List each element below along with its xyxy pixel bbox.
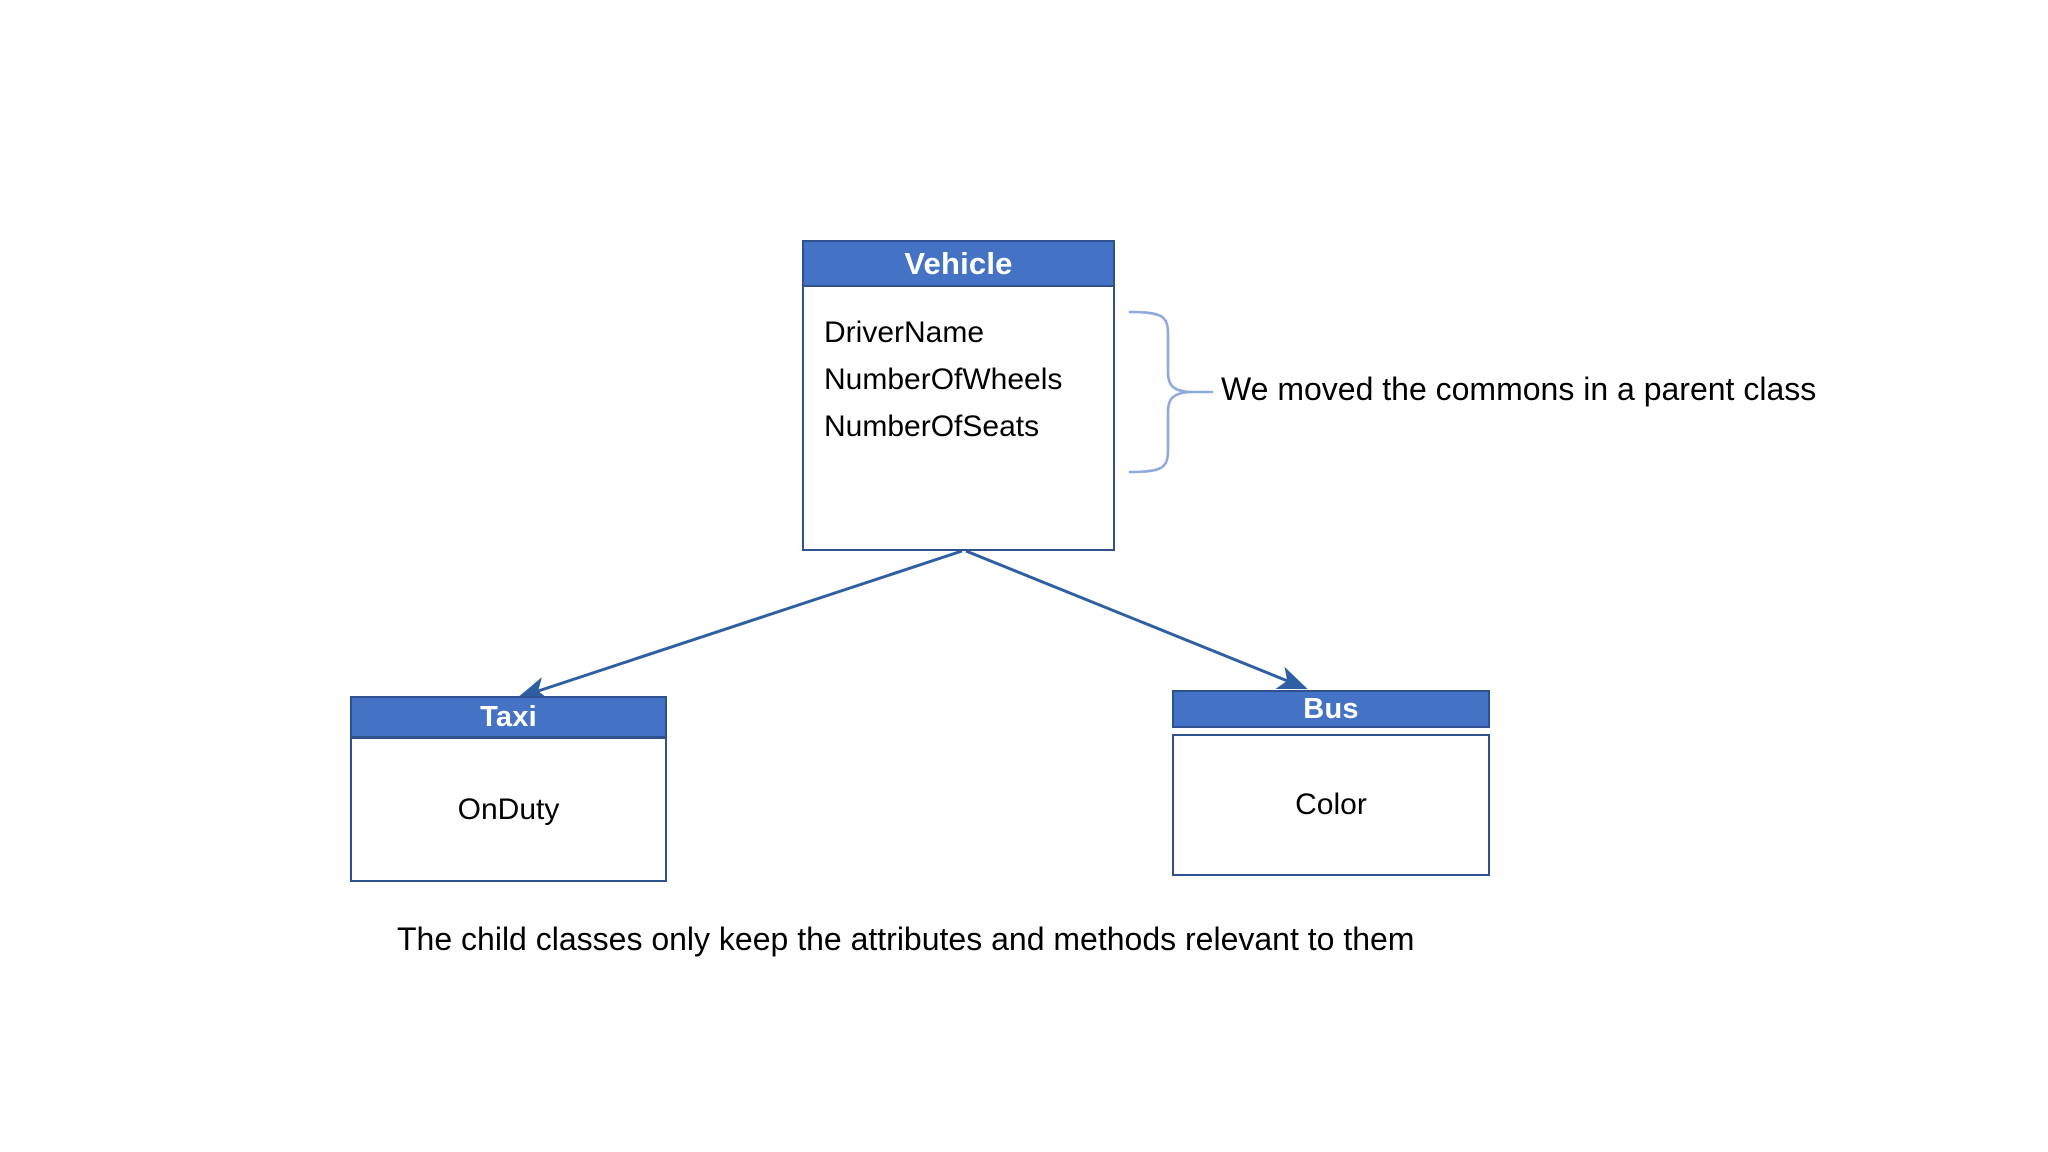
class-box-taxi[interactable]: Taxi OnDuty xyxy=(350,696,667,882)
class-header-taxi: Taxi xyxy=(350,696,667,738)
inheritance-arrow-bus xyxy=(965,549,1308,690)
member-item: Color xyxy=(1295,788,1367,821)
member-item: OnDuty xyxy=(457,792,560,826)
class-body-bus: Color xyxy=(1172,734,1490,876)
annotation-parent-note: We moved the commons in a parent class xyxy=(1221,371,1817,407)
class-header-vehicle: Vehicle xyxy=(802,240,1115,287)
class-body-taxi: OnDuty xyxy=(350,737,667,882)
annotation-children-note: The child classes only keep the attribut… xyxy=(397,921,1415,957)
attribute-list-vehicle: DriverName NumberOfWheels NumberOfSeats xyxy=(824,309,1062,450)
class-box-bus[interactable]: Bus Color xyxy=(1172,690,1490,876)
curly-brace xyxy=(1128,310,1192,474)
class-title-vehicle: Vehicle xyxy=(904,245,1013,281)
attribute-item: DriverName xyxy=(824,316,985,349)
class-box-vehicle[interactable]: Vehicle DriverName NumberOfWheels Number… xyxy=(802,240,1115,551)
attribute-item: NumberOfWheels xyxy=(824,363,1063,396)
inheritance-arrow-taxi xyxy=(517,549,963,700)
class-header-bus: Bus xyxy=(1172,690,1490,728)
attribute-item: NumberOfSeats xyxy=(824,410,1040,443)
class-title-bus: Bus xyxy=(1303,692,1359,725)
class-body-vehicle: DriverName NumberOfWheels NumberOfSeats xyxy=(802,285,1115,551)
class-title-taxi: Taxi xyxy=(480,700,537,733)
